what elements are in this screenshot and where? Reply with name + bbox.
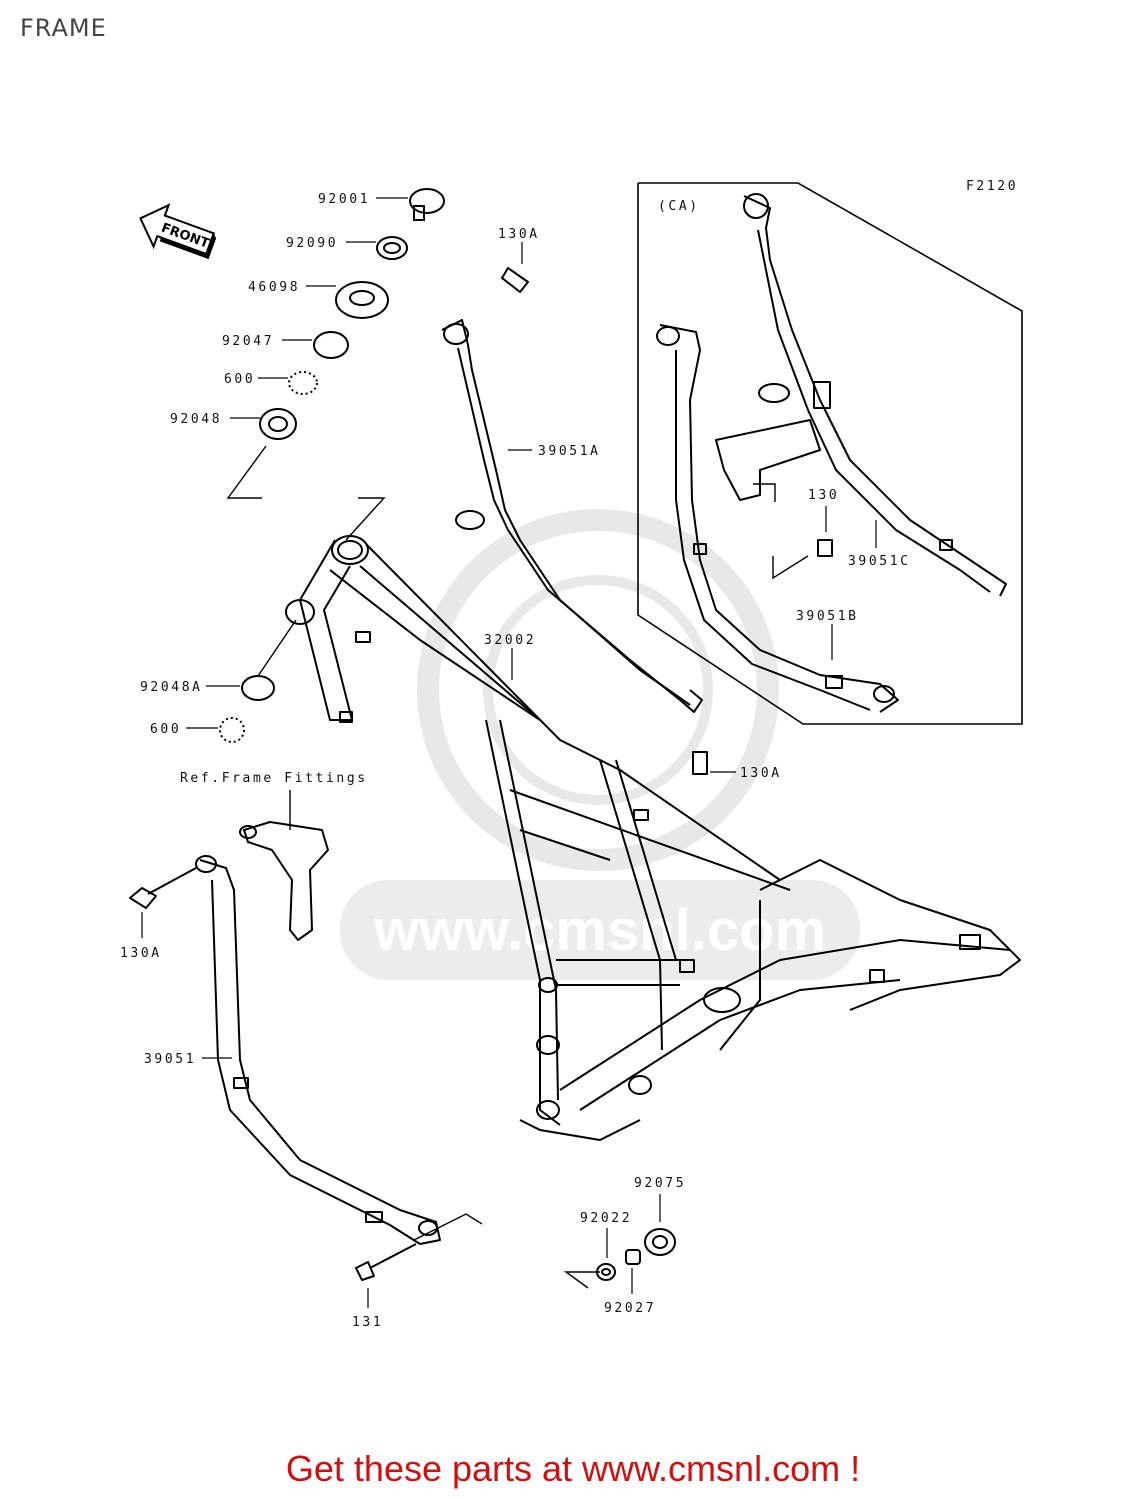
leader-lines bbox=[141, 197, 877, 1308]
part-label-600-upper: 600 bbox=[224, 372, 255, 387]
part-label-92090: 92090 bbox=[286, 236, 338, 251]
part-label-92022: 92022 bbox=[580, 1211, 632, 1226]
front-arrow-icon: FRONT bbox=[139, 203, 217, 260]
part-label-600-lower: 600 bbox=[150, 722, 181, 737]
part-label-130A-left: 130A bbox=[120, 946, 162, 961]
part-label-92048: 92048 bbox=[170, 412, 222, 427]
watermark: www.cmsnl.com bbox=[340, 509, 860, 980]
ca-inset-parts bbox=[656, 193, 1007, 713]
pointer-lines bbox=[226, 445, 809, 1289]
main-frame-32002 bbox=[285, 535, 1021, 1141]
part-label-131: 131 bbox=[352, 1315, 383, 1330]
watermark-text: www.cmsnl.com bbox=[373, 898, 826, 963]
ca-variant-label: (CA) bbox=[658, 199, 700, 214]
part-label-130: 130 bbox=[808, 488, 839, 503]
part-label-92047: 92047 bbox=[222, 334, 274, 349]
page-title: FRAME bbox=[20, 14, 107, 42]
promo-link[interactable]: Get these parts at www.cmsnl.com ! bbox=[285, 1448, 861, 1489]
ref-frame-fittings-label: Ref.Frame Fittings bbox=[180, 771, 368, 786]
frame-tube-39051A bbox=[441, 267, 708, 775]
part-label-32002: 32002 bbox=[484, 633, 536, 648]
part-label-39051A: 39051A bbox=[538, 444, 601, 459]
frame-tube-39051 bbox=[129, 821, 441, 1281]
part-label-39051: 39051 bbox=[144, 1052, 196, 1067]
part-label-39051C: 39051C bbox=[848, 554, 911, 569]
part-label-39051B: 39051B bbox=[796, 609, 859, 624]
part-label-130A-top: 130A bbox=[498, 227, 540, 242]
part-label-130A-right: 130A bbox=[740, 766, 782, 781]
ca-inset-box bbox=[637, 182, 1023, 725]
part-label-92001: 92001 bbox=[318, 192, 370, 207]
small-parts-bottom bbox=[596, 1228, 676, 1281]
steering-head-parts bbox=[219, 188, 445, 743]
figure-code: F2120 bbox=[966, 179, 1018, 194]
part-label-46098: 46098 bbox=[248, 280, 300, 295]
part-label-92048A: 92048A bbox=[140, 680, 203, 695]
part-label-92075: 92075 bbox=[634, 1176, 686, 1191]
part-label-92027: 92027 bbox=[604, 1301, 656, 1316]
